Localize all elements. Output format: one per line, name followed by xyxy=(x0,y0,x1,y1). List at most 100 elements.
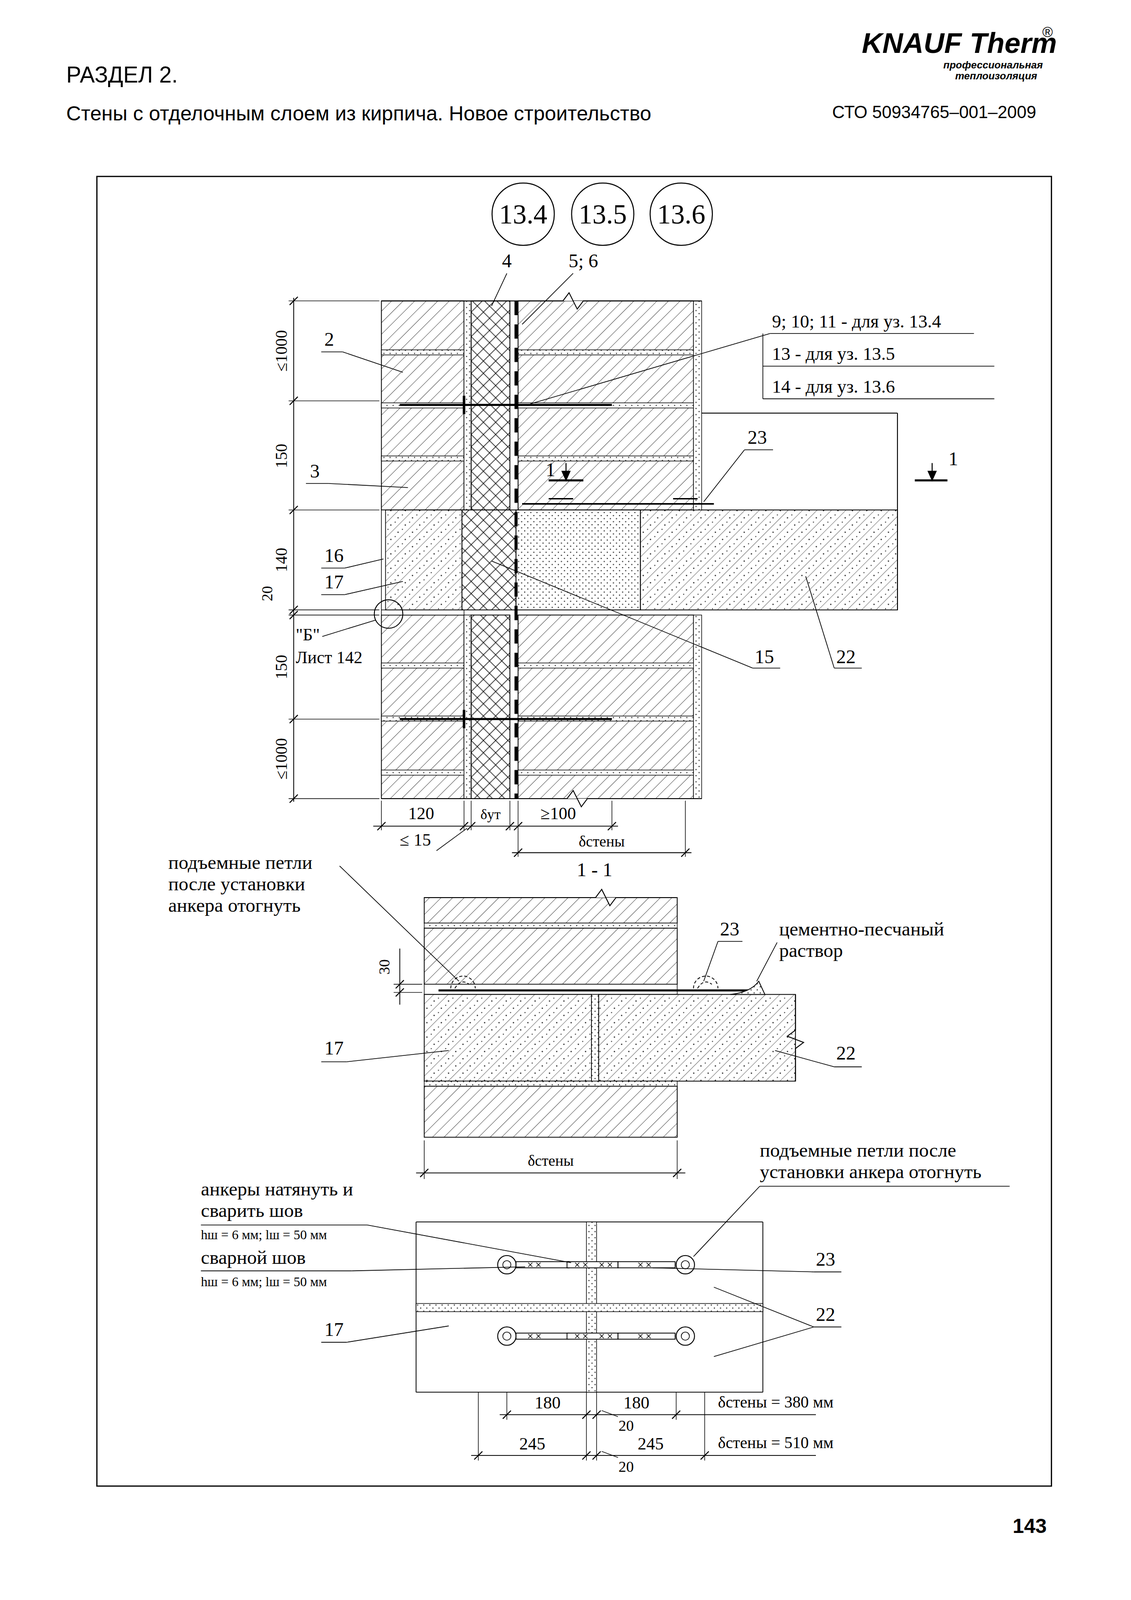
dimension-tick xyxy=(582,1451,591,1460)
detail-circle: 13.4 xyxy=(492,182,555,246)
leader-line xyxy=(346,1050,449,1062)
dimension-line xyxy=(499,1414,816,1416)
dimension-tick xyxy=(505,821,514,831)
dimension-line xyxy=(373,825,618,827)
floor-slab xyxy=(598,994,796,1081)
page-title: Стены с отделочным слоем из кирпича. Нов… xyxy=(66,102,652,125)
leader-underline xyxy=(201,1224,368,1226)
wall-brick xyxy=(424,1086,678,1138)
leader-line xyxy=(322,620,376,637)
dimension: δстены = 510 мм xyxy=(717,1433,834,1452)
lifting-loop xyxy=(450,975,476,989)
anchor-loop xyxy=(548,498,574,500)
callout-number: 16 xyxy=(324,545,344,567)
dimension-tick xyxy=(289,505,298,514)
extension-line xyxy=(288,718,380,720)
dimension: ≤1000 xyxy=(272,330,291,372)
mortar-joint xyxy=(424,1080,678,1086)
dimension-tick xyxy=(681,848,690,857)
extension-line xyxy=(288,400,380,401)
extension-line xyxy=(596,1419,597,1461)
dimension: δут xyxy=(480,806,501,823)
leader-line xyxy=(491,560,753,669)
leader-line xyxy=(342,352,403,373)
extension-line xyxy=(596,1391,597,1420)
weld-mark xyxy=(528,1262,533,1267)
leader-line xyxy=(601,1451,618,1458)
dimension-tick xyxy=(395,980,405,989)
leader-line xyxy=(703,449,745,502)
dimension-tick xyxy=(289,794,298,803)
wall-tie xyxy=(399,717,613,720)
leader-underline xyxy=(744,449,774,451)
dimension-tick xyxy=(460,821,469,831)
callout-number: 5; 6 xyxy=(568,250,599,273)
dimension: ≤1000 xyxy=(272,737,291,780)
callout-note: 9; 10; 11 - для уз. 13.4 xyxy=(772,311,942,333)
mortar-joint xyxy=(381,456,464,462)
leader-underline xyxy=(321,351,343,353)
weld-mark xyxy=(646,1333,651,1339)
weld-mark xyxy=(575,1333,580,1339)
node-number: 13.5 xyxy=(578,198,628,230)
leader-line xyxy=(703,941,718,981)
dimension: 150 xyxy=(272,654,291,680)
leader-line xyxy=(713,1326,814,1357)
callout-number: 2 xyxy=(324,329,334,351)
weld-mark xyxy=(638,1262,643,1267)
lifting-loop xyxy=(693,975,719,989)
concrete-block xyxy=(516,509,641,610)
dimension-tick xyxy=(466,821,476,831)
facing-brick xyxy=(424,897,678,924)
mortar-joint xyxy=(518,349,694,355)
leader-line xyxy=(652,1267,814,1272)
extension-line xyxy=(288,300,380,301)
weld-mark xyxy=(599,1333,604,1339)
joint xyxy=(591,994,599,1081)
extension-line xyxy=(393,991,423,993)
extension-line xyxy=(288,614,380,616)
extension-line xyxy=(675,1391,677,1420)
leader-underline xyxy=(321,567,345,569)
joint xyxy=(415,1303,763,1312)
callout-number: 17 xyxy=(324,1038,344,1060)
leader-line xyxy=(756,942,778,981)
leader-underline xyxy=(201,1270,353,1272)
weld-mark xyxy=(599,1262,604,1267)
plaster xyxy=(693,614,702,799)
extension-line xyxy=(288,509,380,510)
callout-number: 4 xyxy=(502,250,512,273)
leader-underline xyxy=(769,332,974,334)
leader-line xyxy=(601,1410,618,1417)
dimension-tick xyxy=(513,821,523,831)
weld-mark xyxy=(536,1333,541,1339)
dimension-tick xyxy=(592,1410,601,1419)
section-heading: РАЗДЕЛ 2. xyxy=(66,63,178,89)
leader-underline xyxy=(321,1061,347,1063)
wall-brick xyxy=(518,614,694,799)
weld-mark xyxy=(646,1333,651,1339)
weld-mark xyxy=(575,1333,580,1339)
dimension-line xyxy=(293,297,295,802)
weld-mark xyxy=(528,1262,533,1267)
lifting-loop xyxy=(676,1326,695,1345)
leader-underline xyxy=(814,1271,842,1273)
node-number: 13.6 xyxy=(657,198,706,230)
leader-line xyxy=(339,866,460,982)
note: анкеры натянуть и сварить шов xyxy=(201,1178,365,1222)
vapour-barrier xyxy=(514,300,518,799)
weld-mark xyxy=(607,1333,613,1339)
dimension-tick xyxy=(420,1168,429,1178)
leader-underline xyxy=(306,482,329,484)
callout-number: 22 xyxy=(836,1043,856,1065)
leader-underline xyxy=(834,1066,862,1068)
dimension-tick xyxy=(582,1410,591,1419)
dimension: 20 xyxy=(618,1417,634,1435)
leader-underline xyxy=(762,365,995,367)
dimension: ≤ 15 xyxy=(399,831,431,851)
weld-mark xyxy=(536,1262,541,1267)
weld-mark xyxy=(536,1333,541,1339)
brand-tagline: профессиональная теплоизоляция xyxy=(943,59,1038,82)
